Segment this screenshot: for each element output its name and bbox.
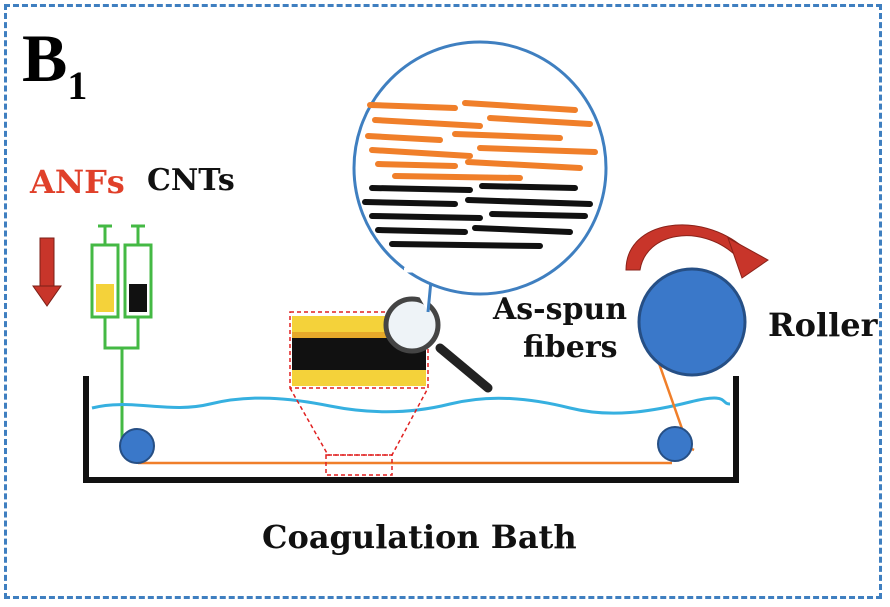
water-surface xyxy=(91,396,731,415)
syringe-anfs-icon xyxy=(90,224,120,330)
guide-roller-right xyxy=(657,426,693,462)
dashed-panel-border xyxy=(4,4,882,599)
roller-label: Roller xyxy=(768,306,878,344)
as-spun-label-line2: fibers xyxy=(523,330,618,365)
cnts-label: CNTs xyxy=(147,163,235,198)
magnifier-icon xyxy=(383,296,493,393)
guide-roller-left xyxy=(119,428,155,464)
feed-tubing xyxy=(103,330,140,440)
coagulation-bath xyxy=(83,376,739,483)
down-arrow-icon xyxy=(32,237,62,307)
panel-label: B1 xyxy=(22,20,88,108)
roller xyxy=(637,267,747,377)
zoom-bubble xyxy=(352,40,608,313)
syringe-cnts-icon xyxy=(123,224,153,330)
coagulation-bath-label: Coagulation Bath xyxy=(262,518,577,556)
rotation-arrow-icon xyxy=(625,224,769,279)
anfs-label: ANFs xyxy=(30,163,125,201)
as-spun-label-line1: As-spun xyxy=(493,292,628,327)
